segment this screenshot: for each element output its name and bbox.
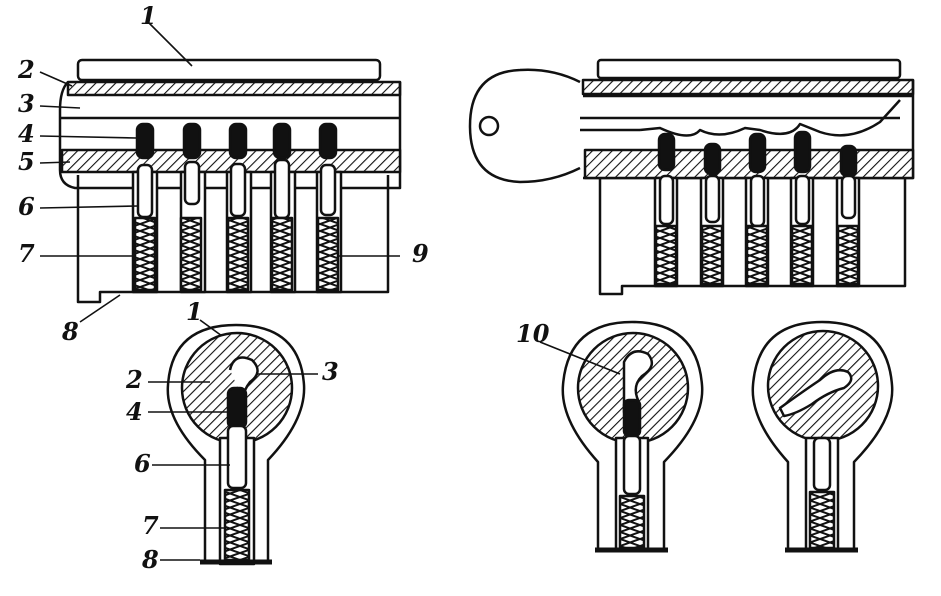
key-profile bbox=[622, 350, 654, 414]
driver-pins-right bbox=[657, 130, 858, 178]
outer-housing-key bbox=[561, 320, 704, 552]
callout-3-bottom: 3 bbox=[322, 357, 339, 386]
cylinder-section-locked bbox=[39, 21, 402, 323]
outer-housing-rotated bbox=[751, 320, 894, 552]
key-pin-key bbox=[622, 434, 642, 496]
callout-6-top: 6 bbox=[18, 192, 35, 221]
upper-hatched-bar bbox=[66, 80, 402, 97]
key-bitting bbox=[639, 99, 901, 137]
plug-outline bbox=[58, 81, 402, 190]
top-plate-right bbox=[596, 58, 902, 80]
driver-pins bbox=[135, 122, 338, 160]
key-pins-right bbox=[658, 174, 857, 228]
outer-housing bbox=[166, 323, 306, 564]
spring bbox=[223, 488, 251, 562]
front-section-rotated bbox=[751, 320, 894, 553]
callout-7-bottom: 7 bbox=[142, 511, 159, 540]
callout-4-top: 4 bbox=[18, 119, 35, 148]
key-pin bbox=[226, 424, 248, 490]
top-plate bbox=[76, 58, 382, 82]
callout-4-bottom: 4 bbox=[126, 397, 143, 426]
lower-housing-right bbox=[598, 178, 907, 296]
callout-9-top: 9 bbox=[412, 239, 429, 268]
leader-10 bbox=[539, 341, 621, 375]
key-rotated bbox=[778, 369, 853, 418]
callout-8-bottom: 8 bbox=[142, 545, 159, 574]
upper-hatched-bar-right bbox=[581, 78, 915, 96]
callout-8-top: 8 bbox=[62, 317, 79, 346]
driver-pin-key bbox=[622, 398, 642, 438]
springs-right bbox=[654, 224, 860, 286]
callout-3-top: 3 bbox=[18, 89, 35, 118]
spring-rotated bbox=[808, 490, 836, 550]
callout-1-top: 1 bbox=[140, 1, 157, 30]
leaders-bottom-left bbox=[148, 319, 318, 561]
callout-6-bottom: 6 bbox=[134, 449, 151, 478]
callout-7-top: 7 bbox=[18, 239, 35, 268]
front-section-locked bbox=[148, 319, 318, 566]
key-bow bbox=[468, 68, 581, 184]
key-bow-hole bbox=[478, 115, 500, 137]
callout-5-top: 5 bbox=[18, 147, 35, 176]
springs bbox=[133, 216, 340, 292]
key-pins bbox=[136, 158, 337, 220]
leaders-top-left bbox=[39, 21, 400, 323]
driver-pin bbox=[226, 386, 248, 430]
lower-housing bbox=[76, 175, 390, 304]
callout-1-bottom: 1 bbox=[186, 297, 203, 326]
callout-10: 10 bbox=[516, 319, 550, 348]
callout-2-top: 2 bbox=[18, 55, 35, 84]
front-section-with-key bbox=[539, 320, 704, 553]
cylinder-section-with-key bbox=[468, 58, 915, 296]
spring-key bbox=[618, 494, 646, 550]
callout-2-bottom: 2 bbox=[126, 365, 143, 394]
